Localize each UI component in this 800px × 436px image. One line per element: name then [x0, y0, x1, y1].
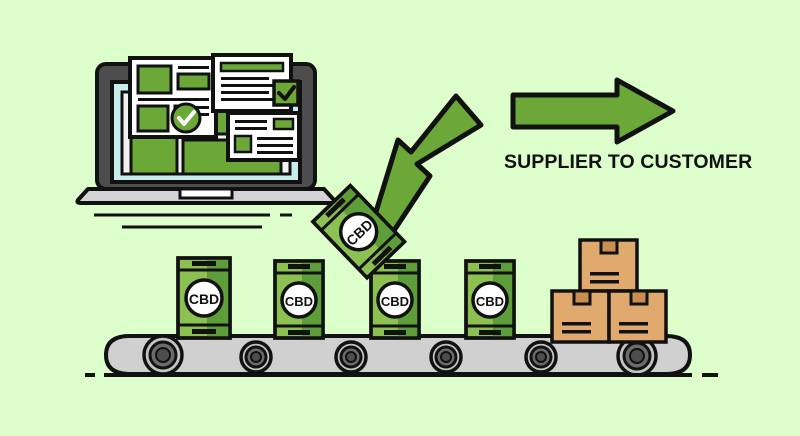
can-2-outline [273, 259, 325, 340]
card-left-line-3 [192, 106, 209, 109]
card-br-line-5 [257, 151, 293, 154]
can-2-label: CBD [285, 294, 313, 309]
box-top-line-1 [590, 272, 619, 276]
can-3-top-tab [384, 264, 406, 269]
can-3-label: CBD [381, 294, 409, 309]
can-1-top-tab [192, 261, 216, 266]
check-badge-check-icon [177, 110, 196, 126]
card-br-image-2 [233, 134, 253, 154]
conveyor-wheel [142, 334, 184, 376]
cbd-can-4: CBD [464, 259, 516, 340]
can-1-outline [176, 256, 232, 340]
cbd-can-2: CBD [273, 259, 325, 340]
can-1-label: CBD [189, 291, 219, 307]
box-top-flap [599, 238, 619, 255]
card-left-image-2 [176, 72, 211, 91]
cbd-can-flying: CBD [310, 183, 407, 281]
can-flying-bottom-tab [371, 245, 393, 266]
right-arrow [510, 77, 676, 145]
card-br-line-4 [257, 144, 293, 147]
card-left-image-3 [136, 104, 170, 133]
cardboard-box-bottom-right [607, 289, 668, 344]
conveyor-wheel [239, 340, 273, 374]
can-4-logo-circle [471, 281, 509, 319]
box-bl-line-1 [562, 322, 591, 326]
card-tr-line-2 [221, 84, 283, 87]
can-2-bottom-tab [288, 330, 310, 335]
wheel-3-hub [345, 351, 357, 363]
can-4-bottom-tab [479, 330, 501, 335]
cbd-can-1: CBD [176, 256, 232, 340]
laptop-ground-lines [84, 201, 310, 229]
can-4-top-tab [479, 264, 501, 269]
box-br-flap [629, 289, 649, 306]
can-3-outline [369, 259, 421, 340]
card-br-line-2 [235, 127, 267, 130]
conveyor-wheel [429, 340, 463, 374]
card-tr-header-bar [219, 61, 285, 73]
cardboard-box-top [578, 238, 639, 293]
card-br-image-1 [272, 117, 295, 131]
cardboard-boxes [550, 238, 668, 344]
card-tr-line-1 [221, 77, 269, 80]
conveyor-wheel [524, 340, 558, 374]
laptop-trackpad [178, 187, 234, 200]
conveyor-belt [103, 334, 693, 377]
wheel-4-hub [440, 351, 452, 363]
box-br-line-2 [619, 330, 648, 334]
can-1-bottom-tab [192, 329, 216, 334]
card-br-line-3 [257, 137, 293, 140]
can-flying-outline [310, 183, 407, 281]
can-flying-top-tab [325, 197, 346, 218]
card-br-line-1 [235, 120, 267, 123]
can-4-outline [464, 259, 516, 340]
document-card-bottom-right [226, 111, 301, 162]
wheel-2-hub [250, 351, 262, 363]
box-bl-line-2 [562, 330, 591, 334]
card-tr-line-3 [221, 91, 269, 94]
box-br-line-1 [619, 322, 648, 326]
right-arrow-shape [510, 77, 676, 145]
wheel-5-hub [535, 351, 547, 363]
card-tr-line-4 [221, 98, 283, 101]
screen-block-left [129, 132, 179, 176]
can-flying-top-rule [320, 193, 360, 232]
check-square-box [272, 79, 300, 107]
caption-supplier-to-customer: SUPPLIER TO CUSTOMER [504, 151, 752, 173]
can-2-top-tab [288, 264, 310, 269]
card-left-line-1 [178, 66, 209, 69]
cbd-can-3: CBD [369, 259, 421, 340]
can-flying-logo-circle [338, 211, 379, 252]
check-badge [170, 102, 202, 134]
check-square [272, 79, 300, 107]
can-3-bottom-tab [384, 330, 406, 335]
check-square-check-icon [277, 85, 296, 101]
cardboard-box-bottom-left [550, 289, 611, 344]
card-left-image-1 [136, 64, 173, 95]
check-badge-circle [170, 102, 202, 134]
can-flying-bottom-rule [357, 232, 398, 271]
conveyor-wheel [334, 340, 368, 374]
can-1-logo-circle [184, 278, 224, 318]
box-top-line-2 [590, 280, 619, 284]
box-bl-flap [572, 289, 592, 306]
wheel-6-hub [629, 348, 645, 364]
can-2-logo-circle [280, 281, 318, 319]
wheel-1-hub [155, 347, 171, 363]
can-4-label: CBD [476, 294, 504, 309]
card-left-line-2 [138, 98, 209, 101]
can-3-logo-circle [376, 281, 414, 319]
